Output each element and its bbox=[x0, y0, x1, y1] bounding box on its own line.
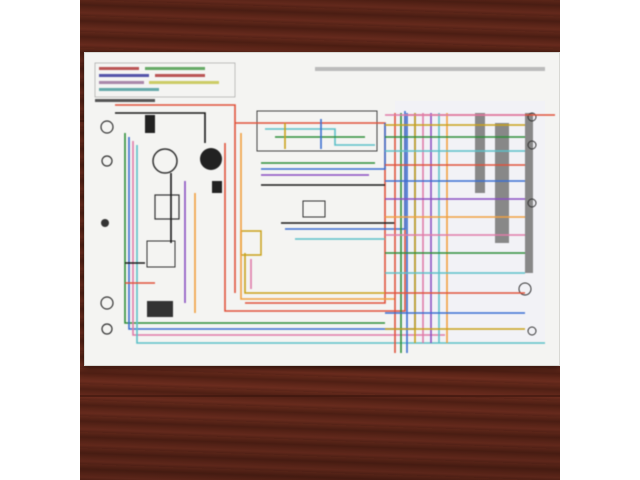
ignition-switch bbox=[154, 194, 180, 220]
wood-seam bbox=[80, 395, 560, 397]
dark-gauge bbox=[200, 148, 222, 170]
connector-box bbox=[302, 200, 326, 218]
right-small-circles bbox=[518, 112, 537, 336]
dense-harness-area bbox=[395, 101, 545, 341]
header-box bbox=[94, 62, 236, 98]
left-components bbox=[100, 120, 114, 335]
wires bbox=[115, 104, 555, 353]
gauge-circle bbox=[152, 148, 178, 174]
fuse-block bbox=[147, 301, 173, 317]
panel-box bbox=[256, 110, 378, 152]
connector-box bbox=[240, 230, 262, 256]
right-connector-pins bbox=[475, 113, 533, 273]
header-text-lines bbox=[99, 67, 219, 91]
title-strip bbox=[315, 67, 545, 71]
relay-block bbox=[212, 181, 222, 193]
relay-block bbox=[145, 115, 155, 133]
wiring-diagram-poster bbox=[84, 52, 560, 366]
subtitle-strip bbox=[95, 99, 155, 102]
wood-table-photo bbox=[80, 0, 560, 480]
wiring-diagram bbox=[94, 62, 555, 353]
switch-box bbox=[146, 240, 176, 268]
